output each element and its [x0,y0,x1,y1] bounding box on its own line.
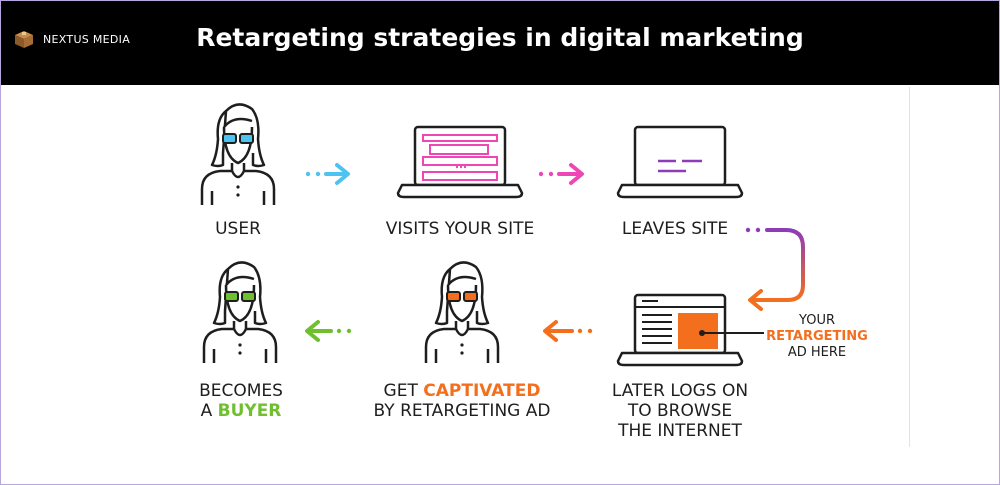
retargeting-ad-slot [678,313,718,349]
browse-line-2: TO BROWSE [627,401,733,421]
arrow-left-orange-icon [543,320,593,342]
captivated-line-2: BY RETARGETING AD [373,401,551,421]
divider [909,87,910,447]
laptop-leave-icon [616,125,744,199]
laptop-browser-ad-icon [616,293,764,367]
captivated-line-1: GET CAPTIVATED [362,381,562,401]
blue-glasses-icon [222,133,254,144]
green-glasses-icon [224,291,256,302]
step-leaves-label: LEAVES SITE [621,219,729,239]
step-captivated-label: GET CAPTIVATED BY RETARGETING AD [362,381,562,421]
arrow-right-blue-icon [305,163,350,185]
box-logo-icon [15,31,33,48]
ad-callout: YOUR RETARGETING AD HERE [763,313,871,361]
step-browse-label: LATER LOGS ON TO BROWSE THE INTERNET [595,381,765,441]
buyer-line-2: A BUYER [181,401,301,421]
step-buyer-label: BECOMES A BUYER [181,381,301,421]
callout-line-1: YOUR [798,313,835,328]
buyer-highlight: BUYER [217,401,282,421]
user-figure-icon [200,103,276,207]
arrow-curve-down-icon [745,227,805,311]
browse-line-3: THE INTERNET [618,421,742,441]
buyer-line-1: BECOMES [199,381,283,401]
brand: NEXTUS MEDIA [13,29,130,49]
buyer-prefix: A [200,401,213,421]
captivated-prefix: GET [383,381,418,401]
captivated-highlight: CAPTIVATED [423,381,541,401]
step-visits-label: VISITS YOUR SITE [385,219,535,239]
callout-line-2: RETARGETING [766,329,868,344]
arrow-right-pink-icon [538,163,584,185]
laptop-site-icon [396,125,524,199]
header-banner: NEXTUS MEDIA Retargeting strategies in d… [1,1,999,85]
arrow-left-green-icon [305,320,352,342]
callout-line-3: AD HERE [787,345,847,360]
orange-glasses-icon [446,291,478,302]
brand-name: NEXTUS MEDIA [43,32,131,46]
buyer-figure-icon [202,261,278,365]
page-title: Retargeting strategies in digital market… [196,23,804,52]
step-user-label: USER [215,219,261,239]
captivated-figure-icon [424,261,500,365]
browse-line-1: LATER LOGS ON [611,381,749,401]
